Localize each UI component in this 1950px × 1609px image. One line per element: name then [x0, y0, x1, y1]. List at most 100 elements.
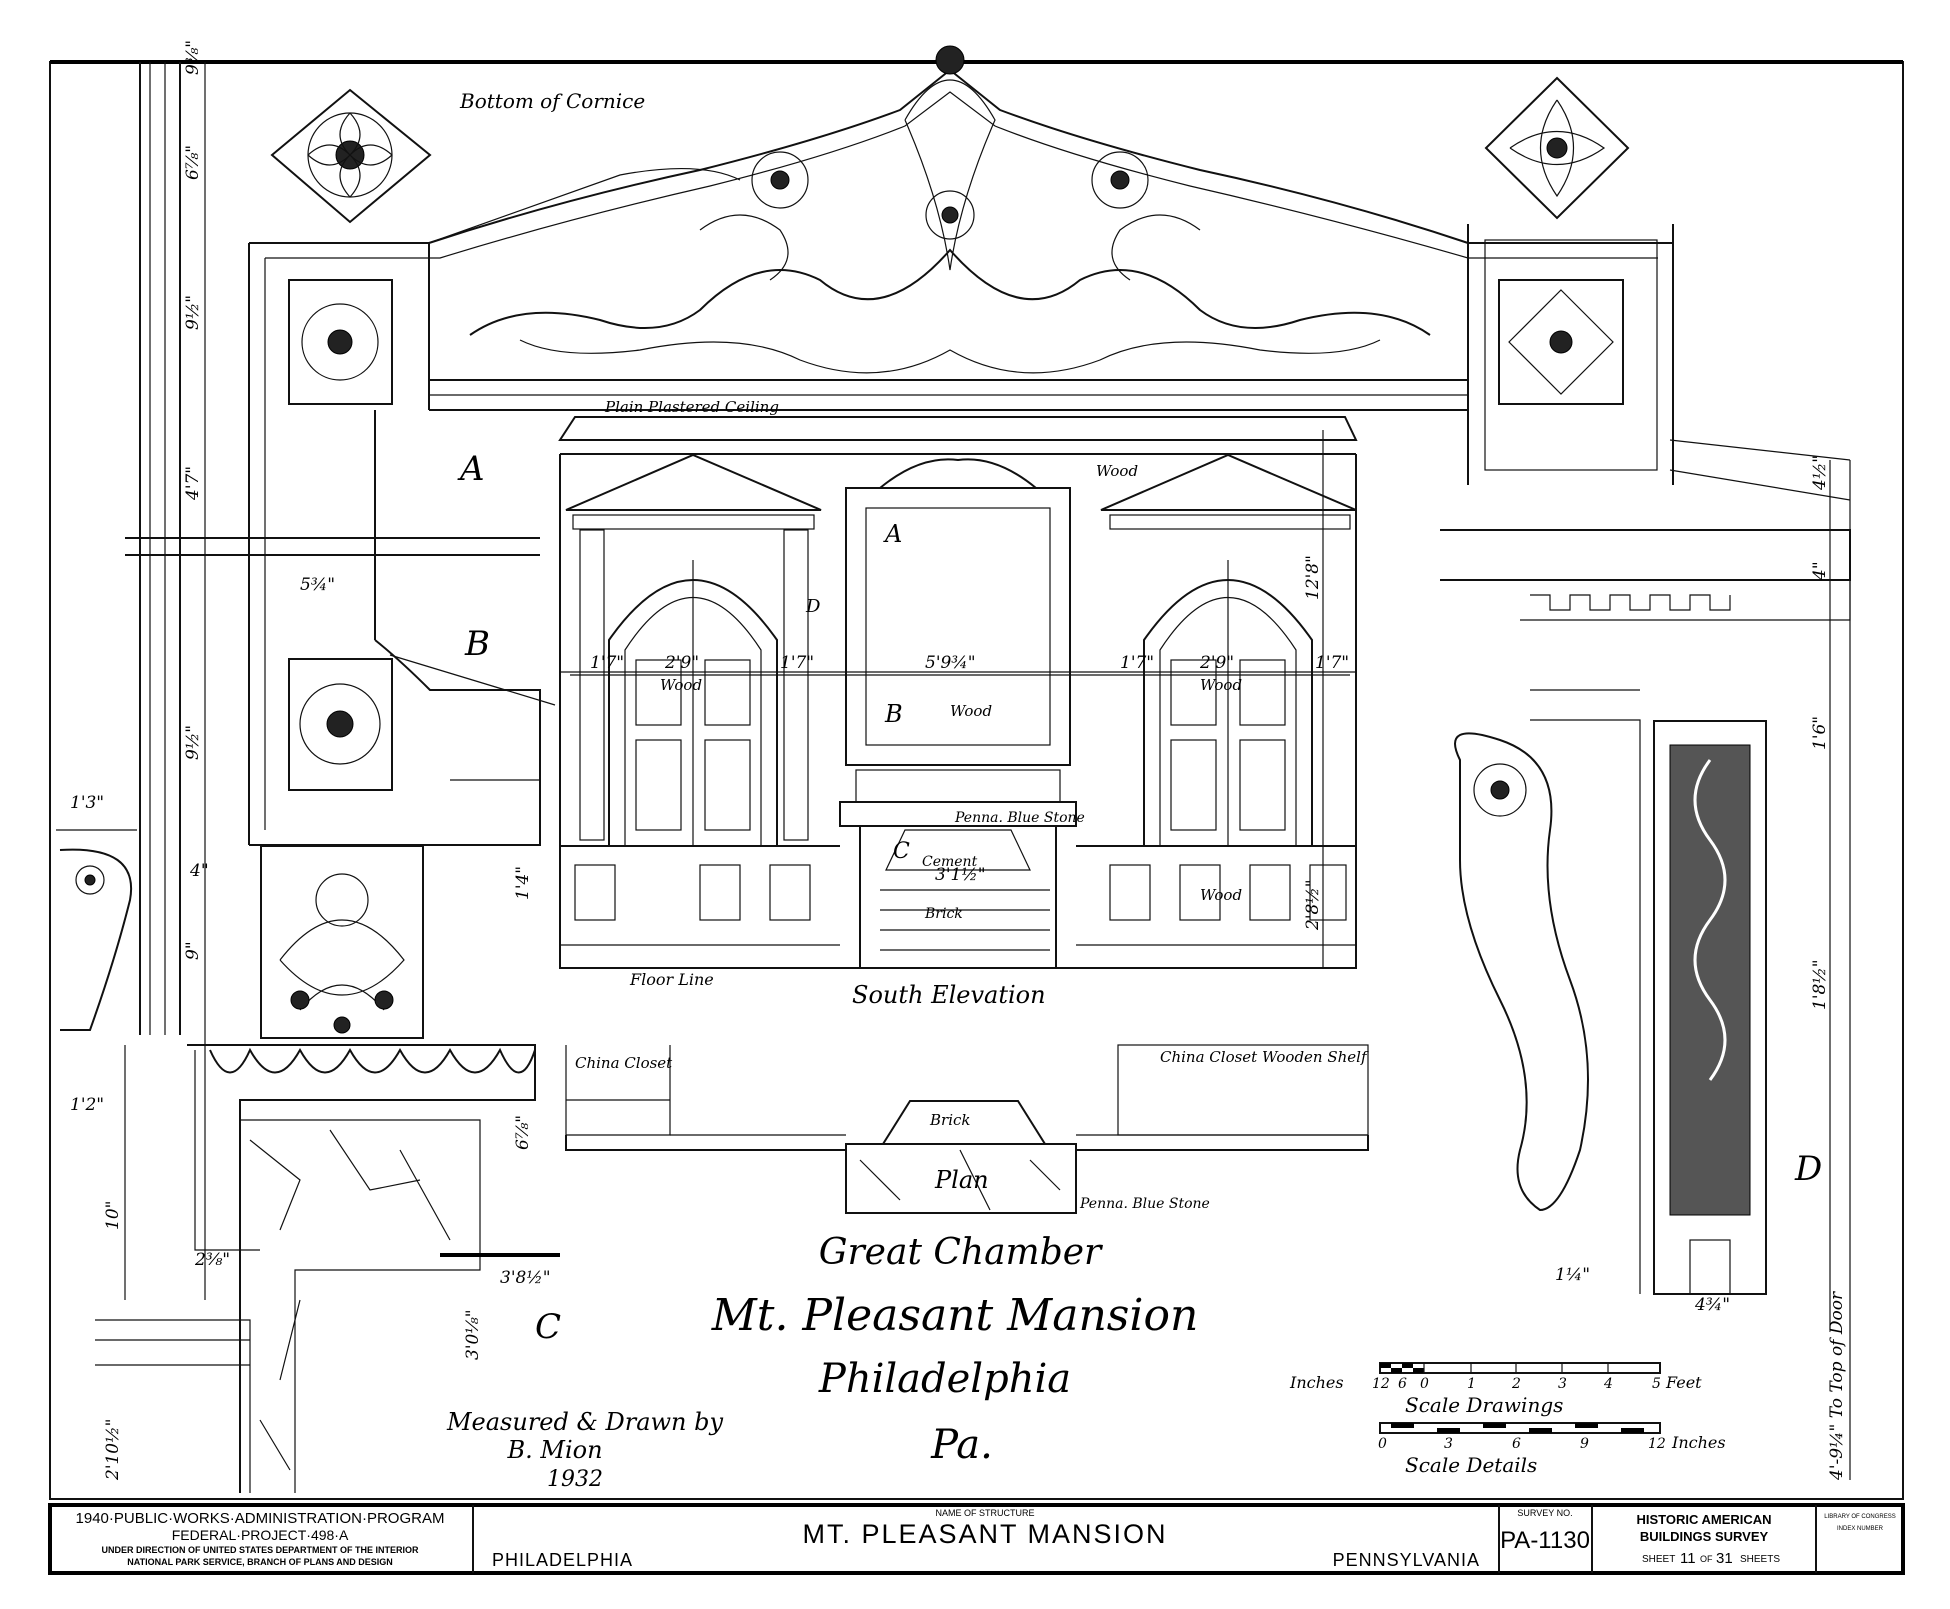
floor-line-label: Floor Line: [629, 970, 714, 989]
index-number-label: INDEX NUMBER: [1837, 1526, 1884, 1532]
detail-letter-c: C: [535, 1307, 561, 1347]
dimension-text: 6⅞": [513, 1115, 533, 1150]
detail-letter-d: D: [1794, 1149, 1822, 1189]
scale-tick: 6: [1398, 1376, 1407, 1392]
survey-no-label: SURVEY NO.: [1517, 1508, 1572, 1518]
dimension-text: 3'1½": [935, 865, 986, 885]
drawing-title: Great Chamber Mt. Pleasant Mansion Phila…: [711, 1232, 1199, 1468]
dimension-text: 9": [183, 941, 203, 960]
wood-label: Wood: [1200, 886, 1242, 904]
scale-tick: 12: [1372, 1376, 1390, 1392]
library-of-congress-label: LIBRARY OF CONGRESS: [1824, 1514, 1895, 1520]
elevation-letter-b: B: [884, 700, 903, 728]
dimension-text: 6⅞": [183, 145, 203, 180]
dimension-text: 2'9": [1199, 653, 1234, 673]
credit-line: Measured & Drawn by: [446, 1408, 724, 1436]
left-wall-moldings: [125, 62, 540, 1035]
china-closet-shelf-label: China Closet Wooden Shelf: [1160, 1048, 1369, 1066]
plain-plastered-ceiling-label: Plain Plastered Ceiling: [604, 398, 779, 416]
door-top-dimension-label: 4'-9¼" To Top of Door: [1827, 1291, 1847, 1481]
brick-label: Brick: [924, 906, 963, 922]
dimension-text: 2⅜": [194, 1250, 230, 1270]
title-line-3: Philadelphia: [818, 1356, 1071, 1402]
dimension-text: 2'8½": [1303, 879, 1323, 931]
total-sheets: 31: [1716, 1550, 1733, 1567]
china-closet-label: China Closet: [575, 1054, 673, 1072]
wood-label: Wood: [1200, 676, 1242, 694]
dimension-text: 2'10½": [103, 1419, 123, 1481]
scale-inches-label: Inches: [1289, 1373, 1344, 1392]
scale-details-title: Scale Details: [1405, 1453, 1537, 1477]
title-line-1: Great Chamber: [819, 1232, 1103, 1273]
scale-tick: 0: [1378, 1436, 1387, 1452]
dimension-text: 4¾": [1694, 1295, 1730, 1315]
dimension-text: 2'9": [664, 653, 699, 673]
program-text: 1940·PUBLIC·WORKS·ADMINISTRATION·PROGRAM: [76, 1510, 445, 1527]
dimension-lines: [124, 62, 1831, 1330]
dimension-text: 9½": [183, 295, 203, 330]
dimension-text: 1'4": [513, 866, 533, 900]
habs-line-2: BUILDINGS SURVEY: [1640, 1529, 1769, 1544]
dimension-text: 5'9¾": [925, 653, 976, 673]
dimension-text: 1'6": [1810, 716, 1830, 750]
structure-name: MT. PLEASANT MANSION: [802, 1519, 1167, 1549]
sheet-border: [49, 61, 1904, 1500]
dimension-text: 1'8½": [1810, 959, 1830, 1010]
credit-block: Measured & Drawn by B. Mion 1932: [446, 1408, 724, 1492]
state-name: PENNSYLVANIA: [1333, 1550, 1480, 1570]
dimension-text: 10": [103, 1201, 123, 1230]
dimension-text: 1¼": [1555, 1265, 1590, 1285]
scale-tick: 6: [1512, 1436, 1521, 1452]
scale-tick: 1: [1467, 1376, 1476, 1392]
dimension-text: 9½": [183, 725, 203, 760]
rosette-ornament-top-left: [270, 88, 432, 224]
scale-tick: 3: [1444, 1436, 1453, 1452]
bottom-of-cornice-label: Bottom of Cornice: [459, 89, 645, 113]
direction-line-2: NATIONAL PARK SERVICE, BRANCH OF PLANS A…: [127, 1557, 393, 1567]
column-and-bracket-details: [1440, 439, 1851, 1480]
dimension-text: 1'7": [1120, 653, 1154, 673]
title-block: 1940·PUBLIC·WORKS·ADMINISTRATION·PROGRAM…: [48, 1503, 1905, 1575]
dimension-text: 3'8½": [500, 1268, 551, 1288]
wood-label: Wood: [950, 702, 992, 720]
dimension-text: 4'7": [183, 466, 203, 501]
credit-year: 1932: [547, 1467, 603, 1492]
frame-rosettes: [288, 279, 1624, 791]
scale-drawings-title: Scale Drawings: [1405, 1393, 1563, 1417]
scale-tick: 9: [1580, 1436, 1589, 1452]
scale-feet-label: Feet: [1665, 1373, 1702, 1392]
detail-letter-a: A: [457, 449, 485, 489]
plan-stone-label: Penna. Blue Stone: [1079, 1196, 1210, 1212]
name-of-structure-label: NAME OF STRUCTURE: [936, 1508, 1035, 1518]
wood-label: Wood: [1096, 462, 1138, 480]
dimension-text: 9⅜": [183, 40, 203, 75]
dimension-text: 1'7": [590, 653, 624, 673]
plan-drawing: [565, 1044, 1369, 1214]
elevation-letter-c: C: [893, 839, 910, 864]
scale-tick: 2: [1511, 1376, 1521, 1392]
scale-tick: 4: [1603, 1376, 1613, 1392]
elevation-letter-a: A: [883, 520, 902, 548]
dimension-text: 5¾": [300, 575, 335, 595]
dimension-text: 4": [189, 861, 209, 881]
scale-tick: 0: [1420, 1376, 1429, 1392]
direction-line-1: UNDER DIRECTION OF UNITED STATES DEPARTM…: [102, 1545, 420, 1555]
scale-drawings-bar: Inches 12 6 0 1 2 3 4 5 Feet Scale Drawi…: [1289, 1362, 1702, 1417]
title-line-4: Pa.: [930, 1422, 993, 1468]
habs-line-1: HISTORIC AMERICAN: [1636, 1512, 1771, 1527]
dimension-text: 1'3": [70, 793, 104, 813]
scale-tick: 3: [1558, 1376, 1567, 1392]
wood-label: Wood: [660, 676, 702, 694]
of-label: OF: [1700, 1554, 1713, 1564]
dimension-text: 4½": [1810, 455, 1830, 491]
dimension-texts: 9⅜" 6⅞" 9½" 4'7" 5¾" 9½" 4" 9" 1'3" 1'2"…: [70, 40, 1830, 1481]
south-elevation-drawing: [558, 416, 1358, 969]
credit-name: B. Mion: [506, 1436, 602, 1464]
dimension-text: 3'0⅛": [463, 1309, 483, 1360]
survey-number: PA-1130: [1500, 1527, 1590, 1554]
carved-overmantel-frame: [248, 45, 1674, 846]
marble-mantel-detail: [95, 1044, 560, 1493]
scale-tick: 5: [1652, 1376, 1661, 1392]
carved-panel-ornament: [260, 845, 424, 1039]
plan-brick-label: Brick: [929, 1111, 970, 1129]
